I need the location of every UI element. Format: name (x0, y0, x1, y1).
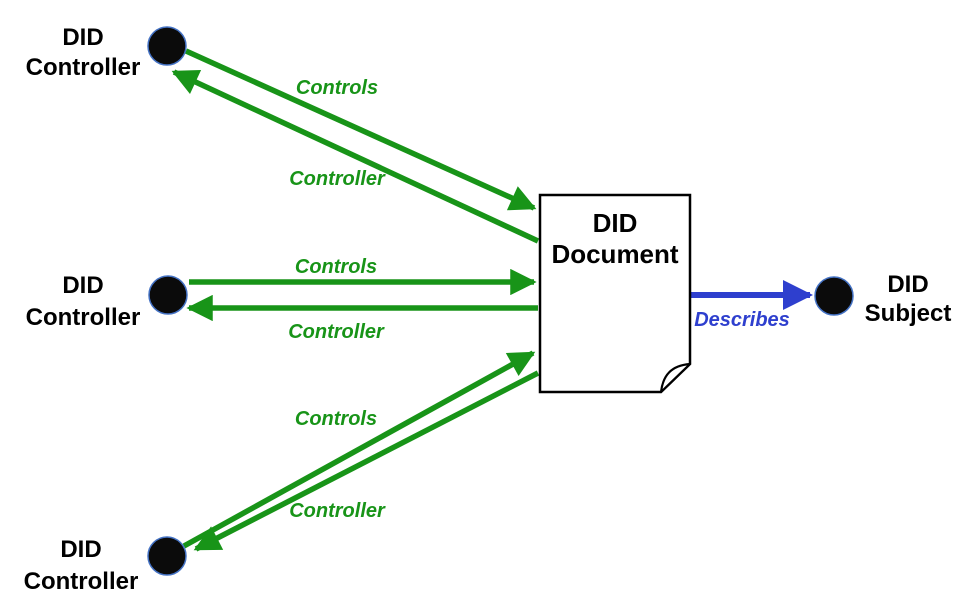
edge-controls-bottom (182, 350, 536, 549)
controller-bottom-label-line2: Controller (24, 568, 139, 595)
did-controller-middle-node (148, 275, 188, 315)
subject-label-line2: Subject (865, 300, 952, 327)
edge-controls-top (184, 48, 537, 211)
did-controller-top-node (147, 26, 187, 66)
controller-middle-edge-label: Controller (288, 321, 385, 343)
controls-middle-label: Controls (295, 256, 377, 278)
subject-label-line1: DID (887, 271, 928, 298)
document-label-line1: DID (593, 208, 638, 238)
controller-middle-label-line2: Controller (26, 304, 141, 331)
did-subject-node (814, 276, 854, 316)
describes-label: Describes (694, 309, 790, 331)
controls-bottom-label: Controls (295, 408, 377, 430)
controller-top-edge-label: Controller (289, 168, 386, 190)
did-controller-bottom-node (147, 536, 187, 576)
controller-bottom-label-line1: DID (60, 536, 101, 563)
controller-middle-label-line1: DID (62, 272, 103, 299)
folded-corner-icon (659, 362, 692, 394)
controls-top-label: Controls (296, 77, 378, 99)
document-label-line2: Document (551, 239, 678, 269)
edge-controller-bottom (193, 370, 540, 552)
controller-bottom-edge-label: Controller (289, 500, 386, 522)
edge-controller-top (171, 69, 540, 244)
controller-top-label-line2: Controller (26, 54, 141, 81)
controller-top-label-line1: DID (62, 24, 103, 51)
